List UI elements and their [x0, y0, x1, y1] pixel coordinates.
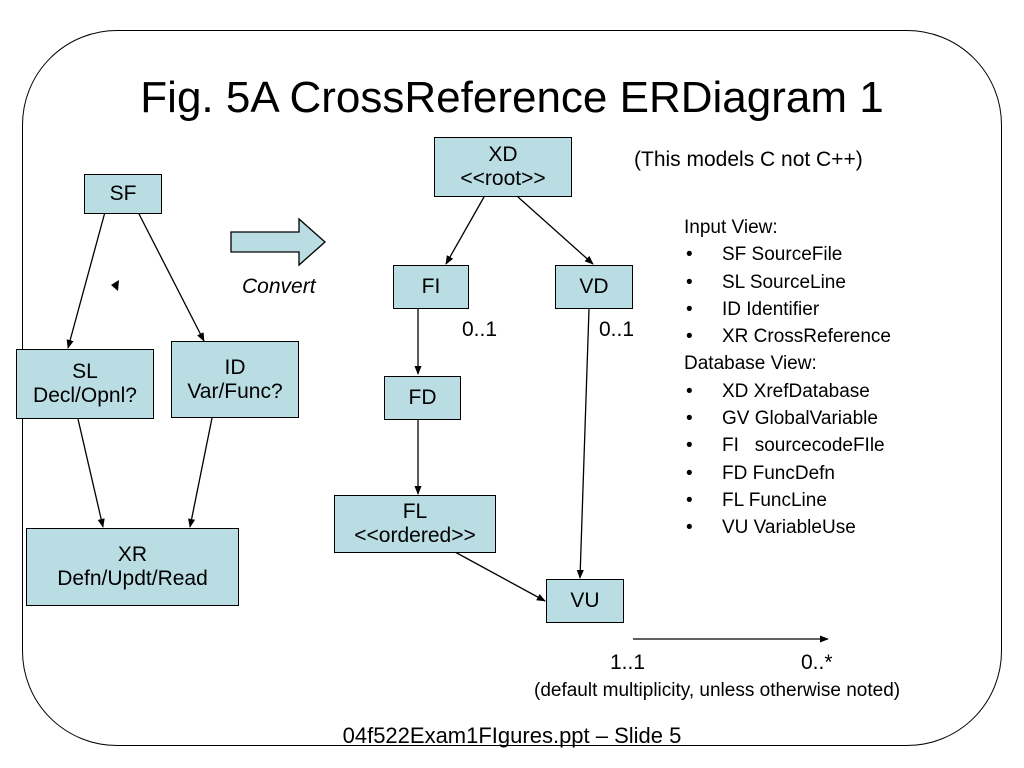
database-view-list: • XD XrefDatabase • GV GlobalVariable • FI …: [684, 378, 891, 542]
entity-sl-sublabel: Decl/Opnl?: [33, 384, 137, 407]
entity-id-label: ID: [224, 355, 246, 379]
edge-sf-sl: [66, 211, 106, 349]
slide-footer: 04f522Exam1FIgures.ppt – Slide 5: [342, 723, 682, 748]
list-item-text: FD FuncDefn: [722, 462, 835, 484]
list-item: • XR CrossReference: [684, 323, 891, 350]
list-item-text: VU VariableUse: [722, 517, 856, 539]
legend: Input View: • SF SourceFile • SL SourceLin…: [684, 214, 891, 542]
entity-fl-label: FL: [402, 500, 428, 523]
multiplicity-vd-vu: 0..1: [599, 318, 635, 341]
stray-marker: [111, 280, 119, 291]
entity-vd-label: VD: [579, 275, 609, 298]
page-title: Fig. 5A CrossReference ERDiagram 1: [140, 73, 884, 122]
list-item: • VU VariableUse: [684, 514, 891, 541]
entity-fl-stereotype: <<ordered>>: [354, 524, 476, 547]
list-item-text: XD XrefDatabase: [722, 380, 870, 402]
entity-fl: FL <<ordered>>: [334, 495, 496, 553]
entity-fd-label: FD: [408, 386, 437, 409]
list-item: • ID Identifier: [684, 296, 891, 323]
database-view-header: Database View:: [684, 353, 817, 375]
entity-xd-label: XD: [488, 143, 518, 166]
convert-arrow-icon: [230, 217, 326, 267]
list-item: • XD XrefDatabase: [684, 378, 891, 405]
bullet: •: [686, 517, 693, 539]
list-item-text: FL FuncLine: [722, 489, 827, 511]
edge-fl-vu: [454, 551, 546, 602]
entity-sf-label: SF: [109, 182, 137, 205]
entity-sl-label: SL: [72, 360, 98, 383]
entity-id: ID Var/Func?: [171, 341, 299, 418]
multiplicity-key-right: 0..*: [801, 651, 833, 674]
model-note: (This models C not C++): [634, 148, 863, 171]
bullet: •: [686, 489, 693, 511]
entity-sl: SL Decl/Opnl?: [16, 349, 154, 419]
entity-xr-label: XR: [117, 543, 148, 566]
input-view-list: • SF SourceFile • SL SourceLine • ID Identi…: [684, 241, 891, 350]
entity-sf: SF: [84, 174, 162, 214]
bullet: •: [686, 298, 693, 320]
bullet: •: [686, 380, 693, 402]
list-item: • SL SourceLine: [684, 269, 891, 296]
list-item-text: GV GlobalVariable: [722, 408, 878, 430]
bullet: •: [686, 326, 693, 348]
edge-vd-vu: [576, 308, 590, 579]
multiplicity-key-left: 1..1: [610, 651, 646, 674]
edge-sl-xr: [77, 418, 105, 528]
bullet: •: [686, 244, 693, 266]
bullet: •: [686, 408, 693, 430]
edge-sf-id: [137, 211, 205, 342]
edge-xd-fi: [445, 196, 485, 265]
bullet: •: [686, 462, 693, 484]
input-view-header: Input View:: [684, 217, 778, 238]
edge-id-xr: [188, 417, 213, 528]
list-item-text: SF SourceFile: [722, 244, 843, 266]
list-item: • FD FuncDefn: [684, 460, 891, 487]
list-item: • FI sourcecodeFIle: [684, 432, 891, 459]
list-item-text: XR CrossReference: [722, 326, 891, 348]
entity-vd: VD: [555, 265, 633, 309]
list-item: • GV GlobalVariable: [684, 405, 891, 432]
convert-label: Convert: [242, 275, 316, 298]
entity-xr-sublabel: Defn/Updt/Read: [57, 567, 208, 590]
entity-fi-label: FI: [421, 275, 441, 298]
list-item-text: SL SourceLine: [722, 271, 846, 293]
bullet: •: [686, 435, 693, 457]
list-item: • SF SourceFile: [684, 241, 891, 268]
entity-xd: XD <<root>>: [434, 137, 572, 197]
multiplicity-key-caption: (default multiplicity, unless otherwise …: [534, 680, 901, 701]
entity-fi: FI: [393, 265, 469, 309]
entity-vu: VU: [546, 579, 624, 623]
bullet: •: [686, 271, 693, 293]
entity-xr: XR Defn/Updt/Read: [26, 528, 239, 606]
list-item-text: FI sourcecodeFIle: [722, 435, 885, 457]
entity-xd-stereotype: <<root>>: [460, 167, 546, 190]
entity-fd: FD: [384, 376, 461, 420]
multiplicity-fi-fd: 0..1: [462, 318, 498, 341]
entity-vu-label: VU: [570, 589, 600, 612]
list-item: • FL FuncLine: [684, 487, 891, 514]
entity-id-sublabel: Var/Func?: [187, 379, 283, 403]
edge-xd-vd: [517, 196, 594, 265]
list-item-text: ID Identifier: [722, 298, 820, 320]
